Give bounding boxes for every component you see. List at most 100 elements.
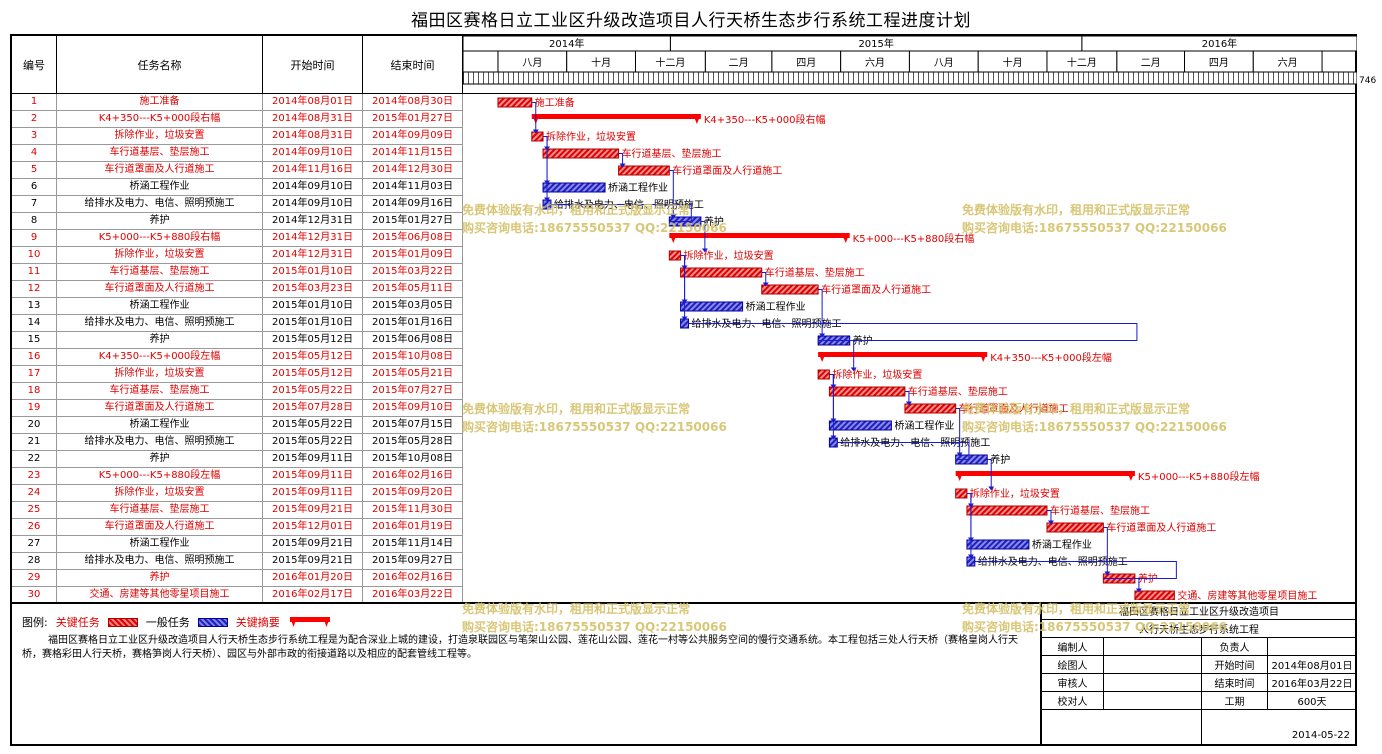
- dependency-link: [543, 136, 548, 201]
- dependency-link: [966, 493, 972, 541]
- task-start: 2014年12月31日: [263, 230, 363, 247]
- task-name: K4+350---K5+000段右幅: [57, 111, 263, 128]
- task-name: 桥涵工程作业: [57, 179, 263, 196]
- task-start: 2015年12月01日: [263, 519, 363, 536]
- legend-prefix: 图例:: [22, 616, 48, 629]
- task-bar-label: 车行道罩面及人行道施工: [959, 402, 1069, 415]
- summary-bar-end-cap: [979, 352, 988, 362]
- task-start: 2015年01月10日: [263, 264, 363, 281]
- tb-editor-value: [1104, 638, 1202, 656]
- task-end: 2015年09月20日: [363, 485, 463, 502]
- month-label: 四月: [796, 57, 816, 69]
- task-end: 2015年06月08日: [363, 230, 463, 247]
- dependency-link: [987, 459, 992, 490]
- dependency-link: [543, 136, 548, 184]
- task-bar-label: K4+350---K5+000段左幅: [990, 351, 1112, 364]
- task-bar-label: 桥涵工程作业: [1032, 539, 1092, 551]
- summary-bar-start-cap: [669, 233, 678, 243]
- task-start: 2015年09月21日: [263, 536, 363, 553]
- task-name: 拆除作业，垃圾安置: [57, 247, 263, 264]
- task-bar-label: K5+000---K5+880段右幅: [853, 232, 975, 245]
- task-name: 给排水及电力、电信、照明预施工: [57, 553, 263, 570]
- task-name: 养护: [57, 213, 263, 230]
- legend-normal-swatch: [197, 617, 228, 627]
- month-label: 十月: [591, 56, 611, 69]
- dependency-arrow: [619, 163, 626, 168]
- footer-divider: [12, 602, 1357, 604]
- task-start: 2014年12月31日: [263, 213, 363, 230]
- task-end: 2015年01月16日: [363, 315, 463, 332]
- normal-task-bar: [828, 420, 892, 431]
- task-bar-label: 车行道基层、垫层施工: [622, 147, 722, 160]
- dependency-link: [680, 255, 686, 303]
- task-id: 29: [12, 570, 57, 587]
- critical-task-bar: [828, 386, 906, 397]
- month-label: 十二月: [1067, 56, 1097, 69]
- legend-summary-label: 关键摘要: [235, 616, 280, 629]
- task-end: 2015年10月08日: [363, 451, 463, 468]
- task-id: 17: [12, 366, 57, 383]
- tb-owner-value: [1268, 638, 1357, 656]
- legend-critical-label: 关键任务: [55, 616, 100, 629]
- task-name: 拆除作业，垃圾安置: [57, 485, 263, 502]
- task-end: 2015年03月22日: [363, 264, 463, 281]
- task-bar-label: 车行道基层、垫层施工: [765, 266, 865, 279]
- task-end: 2015年11月14日: [363, 536, 463, 553]
- task-id: 25: [12, 502, 57, 519]
- task-id: 4: [12, 145, 57, 162]
- tb-blank: [1042, 710, 1202, 744]
- summary-bar-end-cap: [1126, 471, 1135, 481]
- task-bar-label: 拆除作业，垃圾安置: [546, 130, 636, 143]
- task-id: 11: [12, 264, 57, 281]
- dependency-arrow: [905, 401, 912, 406]
- critical-task-bar: [542, 148, 620, 159]
- dependency-arrow: [850, 367, 857, 372]
- month-label: 八月: [934, 57, 954, 69]
- task-start: 2015年07月28日: [263, 400, 363, 417]
- task-start: 2014年08月01日: [263, 94, 363, 111]
- dependency-arrow: [762, 282, 769, 287]
- critical-task-bar: [497, 97, 533, 108]
- dependency-link: [700, 221, 706, 252]
- summary-bar: [531, 114, 701, 119]
- task-name: 给排水及电力、电信、照明预施工: [57, 315, 263, 332]
- task-end: 2015年05月11日: [363, 281, 463, 298]
- tb-reviewer-value: [1104, 674, 1202, 692]
- task-name: 养护: [57, 332, 263, 349]
- critical-task-bar: [680, 267, 763, 278]
- critical-task-bar: [955, 488, 968, 499]
- task-name: 车行道基层、垫层施工: [57, 145, 263, 162]
- header-name: 任务名称: [57, 36, 263, 94]
- dependency-link: [1046, 510, 1052, 524]
- task-end: 2015年07月15日: [363, 417, 463, 434]
- task-start: 2015年05月22日: [263, 383, 363, 400]
- dependency-link: [955, 408, 961, 456]
- dependency-link: [618, 153, 624, 167]
- tb-date: 2014-05-22: [1202, 710, 1357, 744]
- critical-task-bar: [817, 369, 830, 380]
- tb-duration-value: 600天: [1268, 692, 1357, 710]
- task-id: 20: [12, 417, 57, 434]
- task-bar-label: 车行道罩面及人行道施工: [1106, 521, 1216, 534]
- critical-task-bar: [1046, 522, 1104, 533]
- task-end: 2015年10月08日: [363, 349, 463, 366]
- dependency-link: [904, 391, 910, 405]
- task-bar-label: 交通、房建等其他零星项目施工: [1177, 589, 1317, 600]
- dependency-arrow: [967, 554, 974, 559]
- task-start: 2014年08月31日: [263, 111, 363, 128]
- month-label: 四月: [1209, 57, 1229, 69]
- task-name: 桥涵工程作业: [57, 298, 263, 315]
- dependency-link: [829, 374, 834, 422]
- dependency-arrow: [1104, 571, 1111, 576]
- task-start: 2015年05月22日: [263, 417, 363, 434]
- task-end: 2015年05月28日: [363, 434, 463, 451]
